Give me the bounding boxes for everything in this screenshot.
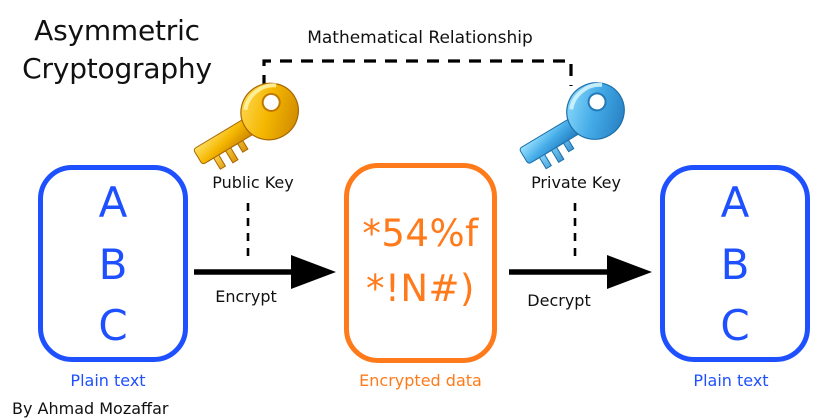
private-key-icon <box>519 82 625 170</box>
public-key-icon <box>193 82 299 170</box>
encrypted-data-box: *54%f *!N#) <box>344 163 497 363</box>
decrypt-label: Decrypt <box>527 291 591 310</box>
plaintext-input-caption: Plain text <box>70 371 146 390</box>
plaintext-input-box: A B C <box>38 165 188 362</box>
encrypt-arrow <box>194 255 336 289</box>
output-letter-a: A <box>720 178 750 227</box>
mathematical-relationship-label: Mathematical Relationship <box>307 28 533 48</box>
public-key-label: Public Key <box>212 173 294 192</box>
decrypt-arrow <box>509 255 652 289</box>
plaintext-letter-c: C <box>98 301 128 350</box>
plaintext-output-box: A B C <box>660 165 810 362</box>
encrypted-data-caption: Encrypted data <box>359 371 482 390</box>
title-line-2: Cryptography <box>22 52 212 85</box>
encrypt-label: Encrypt <box>215 287 277 306</box>
plaintext-letter-a: A <box>98 178 128 227</box>
plaintext-letter-b: B <box>98 240 128 289</box>
output-letter-b: B <box>720 240 750 289</box>
plaintext-output-caption: Plain text <box>693 371 769 390</box>
mathematical-relationship-connector <box>262 59 573 87</box>
output-letter-c: C <box>720 301 750 350</box>
private-key-label: Private Key <box>531 173 621 192</box>
encrypted-data-line-2: *!N#) <box>366 267 475 310</box>
author-credit: By Ahmad Mozaffar <box>12 399 169 418</box>
title-line-1: Asymmetric <box>34 14 200 47</box>
diagram-title: Asymmetric Cryptography <box>22 12 212 88</box>
encrypted-data-line-1: *54%f <box>362 212 479 255</box>
